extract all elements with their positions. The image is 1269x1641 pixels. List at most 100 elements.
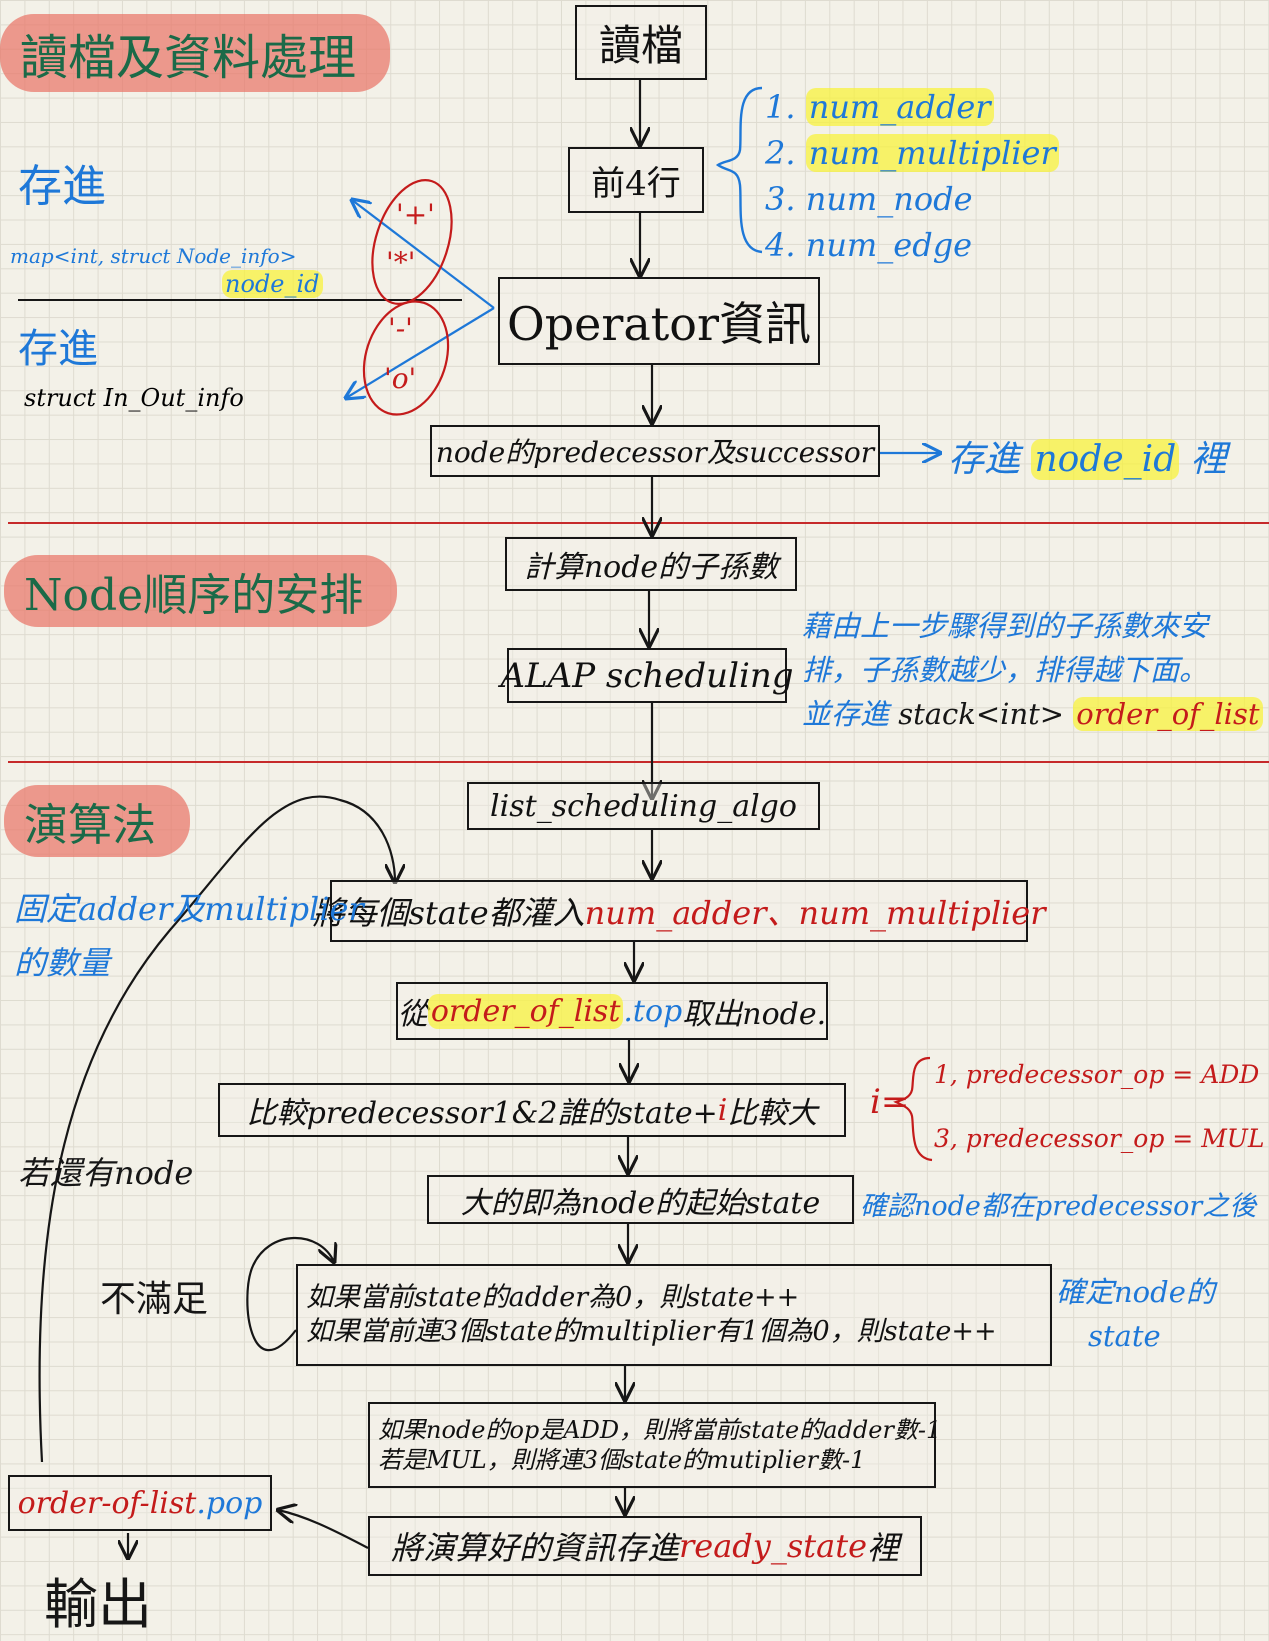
- loop-arrow-still-has-node: [38, 795, 395, 1463]
- ops-ellipse-lower: [362, 300, 450, 416]
- step-store-ready-state: 將演算好的資訊存進 ready_state 裡: [368, 1516, 922, 1576]
- pred-store-var: node_id: [1031, 439, 1180, 480]
- pop-var: order-of-list: [17, 1485, 197, 1521]
- count-label: num_adder: [805, 88, 994, 126]
- still-has-node-note: 若還有node: [18, 1154, 194, 1192]
- confirm-state-line-2: state: [1088, 1319, 1161, 1353]
- struct-type-text: struct In_Out_info: [24, 384, 244, 412]
- order-note-line-2: 排，子孫數越少，排得越下面。: [802, 653, 1209, 687]
- ops-ellipse-upper: [371, 179, 453, 305]
- node-id-label: node_id: [222, 270, 323, 298]
- step-alap-label: ALAP scheduling: [500, 655, 794, 696]
- not-satisfied-note: 不滿足: [100, 1279, 209, 1320]
- step-list-scheduling: list_scheduling_algo: [467, 782, 820, 830]
- section-title-read: 讀檔及資料處理: [0, 14, 391, 92]
- op-line-2: 若是MUL，則將連3個state的mutiplier數-1: [378, 1446, 866, 1474]
- op-plus: '+': [396, 198, 435, 231]
- step-alap-scheduling: ALAP scheduling: [501, 648, 793, 703]
- order-note-var: order_of_list: [1073, 697, 1263, 731]
- step-first-lines: 前4行: [568, 147, 704, 213]
- counts-list: 1. num_adder 2. num_multiplier 3. num_no…: [765, 84, 1059, 268]
- start-state-label: 大的即為node的起始state: [460, 1185, 821, 1221]
- struct-type-label: struct In_Out_info: [24, 384, 244, 412]
- count-item-adder: 1. num_adder: [765, 84, 1059, 130]
- store-note-2: 存進: [18, 326, 98, 372]
- step-fill-state: 將每個state都灌入 num_adder、num_multiplier: [312, 880, 1046, 942]
- counts-brace: [715, 86, 763, 254]
- fix-counts-line-1: 固定adder及multiplier: [14, 890, 364, 928]
- fill-state-values: num_adder、num_multiplier: [584, 894, 1046, 932]
- i-label: i=: [870, 1082, 910, 1122]
- count-item-node: 3. num_node: [765, 176, 1059, 222]
- step-compare-pred: 比較predecessor1&2誰的state+ i 比較大: [218, 1083, 846, 1137]
- step-operator-info: Operator資訊: [498, 277, 820, 365]
- order-note-line-3-prefix: 並存進: [802, 697, 890, 731]
- count-item-edge: 4. num_edge: [765, 222, 1059, 268]
- order-note-line-3: 並存進 stack<int> order_of_list: [802, 692, 1263, 736]
- op-times: '*': [386, 246, 416, 279]
- store-prefix: 將演算好的資訊存進: [390, 1529, 679, 1567]
- compare-i: i: [717, 1092, 728, 1128]
- i-brace: [893, 1056, 933, 1162]
- confirm-state-note: 確定node的 state: [1056, 1270, 1215, 1358]
- op-line-1: 如果node的op是ADD，則將當前state的adder數-1: [378, 1416, 942, 1444]
- store-suffix: 裡: [867, 1529, 900, 1567]
- section-title-algo: 演算法: [4, 785, 190, 857]
- take-node-prefix: 從: [397, 997, 428, 1032]
- step-state-conditions: 如果當前state的adder為0，則state++ 如果當前連3個state的…: [296, 1264, 1052, 1366]
- section-title-order: Node順序的安排: [4, 555, 398, 627]
- confirm-after-note: 確認node都在predecessor之後: [860, 1191, 1257, 1222]
- take-node-var: order_of_list: [427, 993, 624, 1029]
- count-num: 1.: [765, 88, 796, 126]
- step-count-descendants: 計算node的子孫數: [505, 537, 797, 591]
- take-node-method: .top: [623, 993, 683, 1029]
- order-note-type: stack<int>: [898, 697, 1065, 731]
- count-num: 3.: [765, 180, 796, 218]
- step-take-node: 從 order_of_list .top 取出node.: [396, 982, 828, 1040]
- count-item-multiplier: 2. num_multiplier: [765, 130, 1059, 176]
- loop-arrow-not-satisfied: [246, 1236, 334, 1352]
- count-num: 2.: [765, 134, 796, 172]
- cond-line-1: 如果當前state的adder為0，則state++: [306, 1282, 800, 1314]
- pred-store-note: 存進 node_id 裡: [948, 430, 1227, 482]
- confirm-state-line-1: 確定node的: [1056, 1275, 1215, 1309]
- map-type-label: map<int, struct Node_info>: [10, 244, 296, 268]
- compare-suffix: 比較大: [727, 1096, 818, 1131]
- step-operator-info-label: Operator資訊: [507, 297, 811, 351]
- count-label: num_edge: [805, 226, 973, 264]
- store-var: ready_state: [678, 1527, 868, 1565]
- step-first-lines-label: 前4行: [591, 163, 681, 204]
- i-case-1: 1, predecessor_op = ADD: [934, 1060, 1260, 1089]
- map-type-text: map<int, struct Node_info>: [10, 244, 297, 268]
- pred-store-suffix: 裡: [1190, 439, 1227, 480]
- step-pred-succ: node的predecessor及successor: [430, 425, 880, 477]
- step-count-descendants-label: 計算node的子孫數: [523, 550, 779, 585]
- step-pred-succ-label: node的predecessor及successor: [435, 436, 875, 469]
- count-num: 4.: [765, 226, 796, 264]
- blue-arrow-upper: [352, 200, 495, 309]
- output-label: 輸出: [44, 1573, 152, 1636]
- arrow-store-to-pop: [278, 1510, 369, 1549]
- step-read-file-label: 讀檔: [598, 21, 683, 70]
- i-case-2: 3, predecessor_op = MUL: [934, 1124, 1265, 1153]
- store-note-1: 存進: [18, 161, 106, 212]
- fix-counts-note: 固定adder及multiplier 的數量: [14, 882, 364, 990]
- step-pop: order-of-list .pop: [8, 1475, 272, 1531]
- fix-counts-line-2: 的數量: [14, 944, 111, 982]
- count-label: num_multiplier: [805, 134, 1059, 172]
- blue-arrow-lower: [346, 307, 495, 398]
- order-note: 藉由上一步驟得到的子孫數來安 排，子孫數越少，排得越下面。 並存進 stack<…: [802, 604, 1263, 736]
- step-start-state: 大的即為node的起始state: [427, 1175, 854, 1224]
- pred-store-prefix: 存進: [948, 439, 1021, 480]
- count-label: num_node: [805, 180, 973, 218]
- step-read-file: 讀檔: [575, 5, 707, 80]
- op-o: 'o': [384, 362, 417, 395]
- compare-prefix: 比較predecessor1&2誰的state+: [246, 1096, 718, 1131]
- cond-line-2: 如果當前連3個state的multiplier有1個為0，則state++: [306, 1316, 997, 1347]
- order-note-line-1: 藉由上一步驟得到的子孫數來安: [802, 609, 1209, 643]
- step-list-scheduling-label: list_scheduling_algo: [490, 788, 797, 824]
- fill-state-prefix: 將每個state都灌入: [312, 894, 585, 932]
- take-node-suffix: 取出node.: [682, 997, 827, 1032]
- step-op-update: 如果node的op是ADD，則將當前state的adder數-1 若是MUL，則…: [368, 1402, 941, 1488]
